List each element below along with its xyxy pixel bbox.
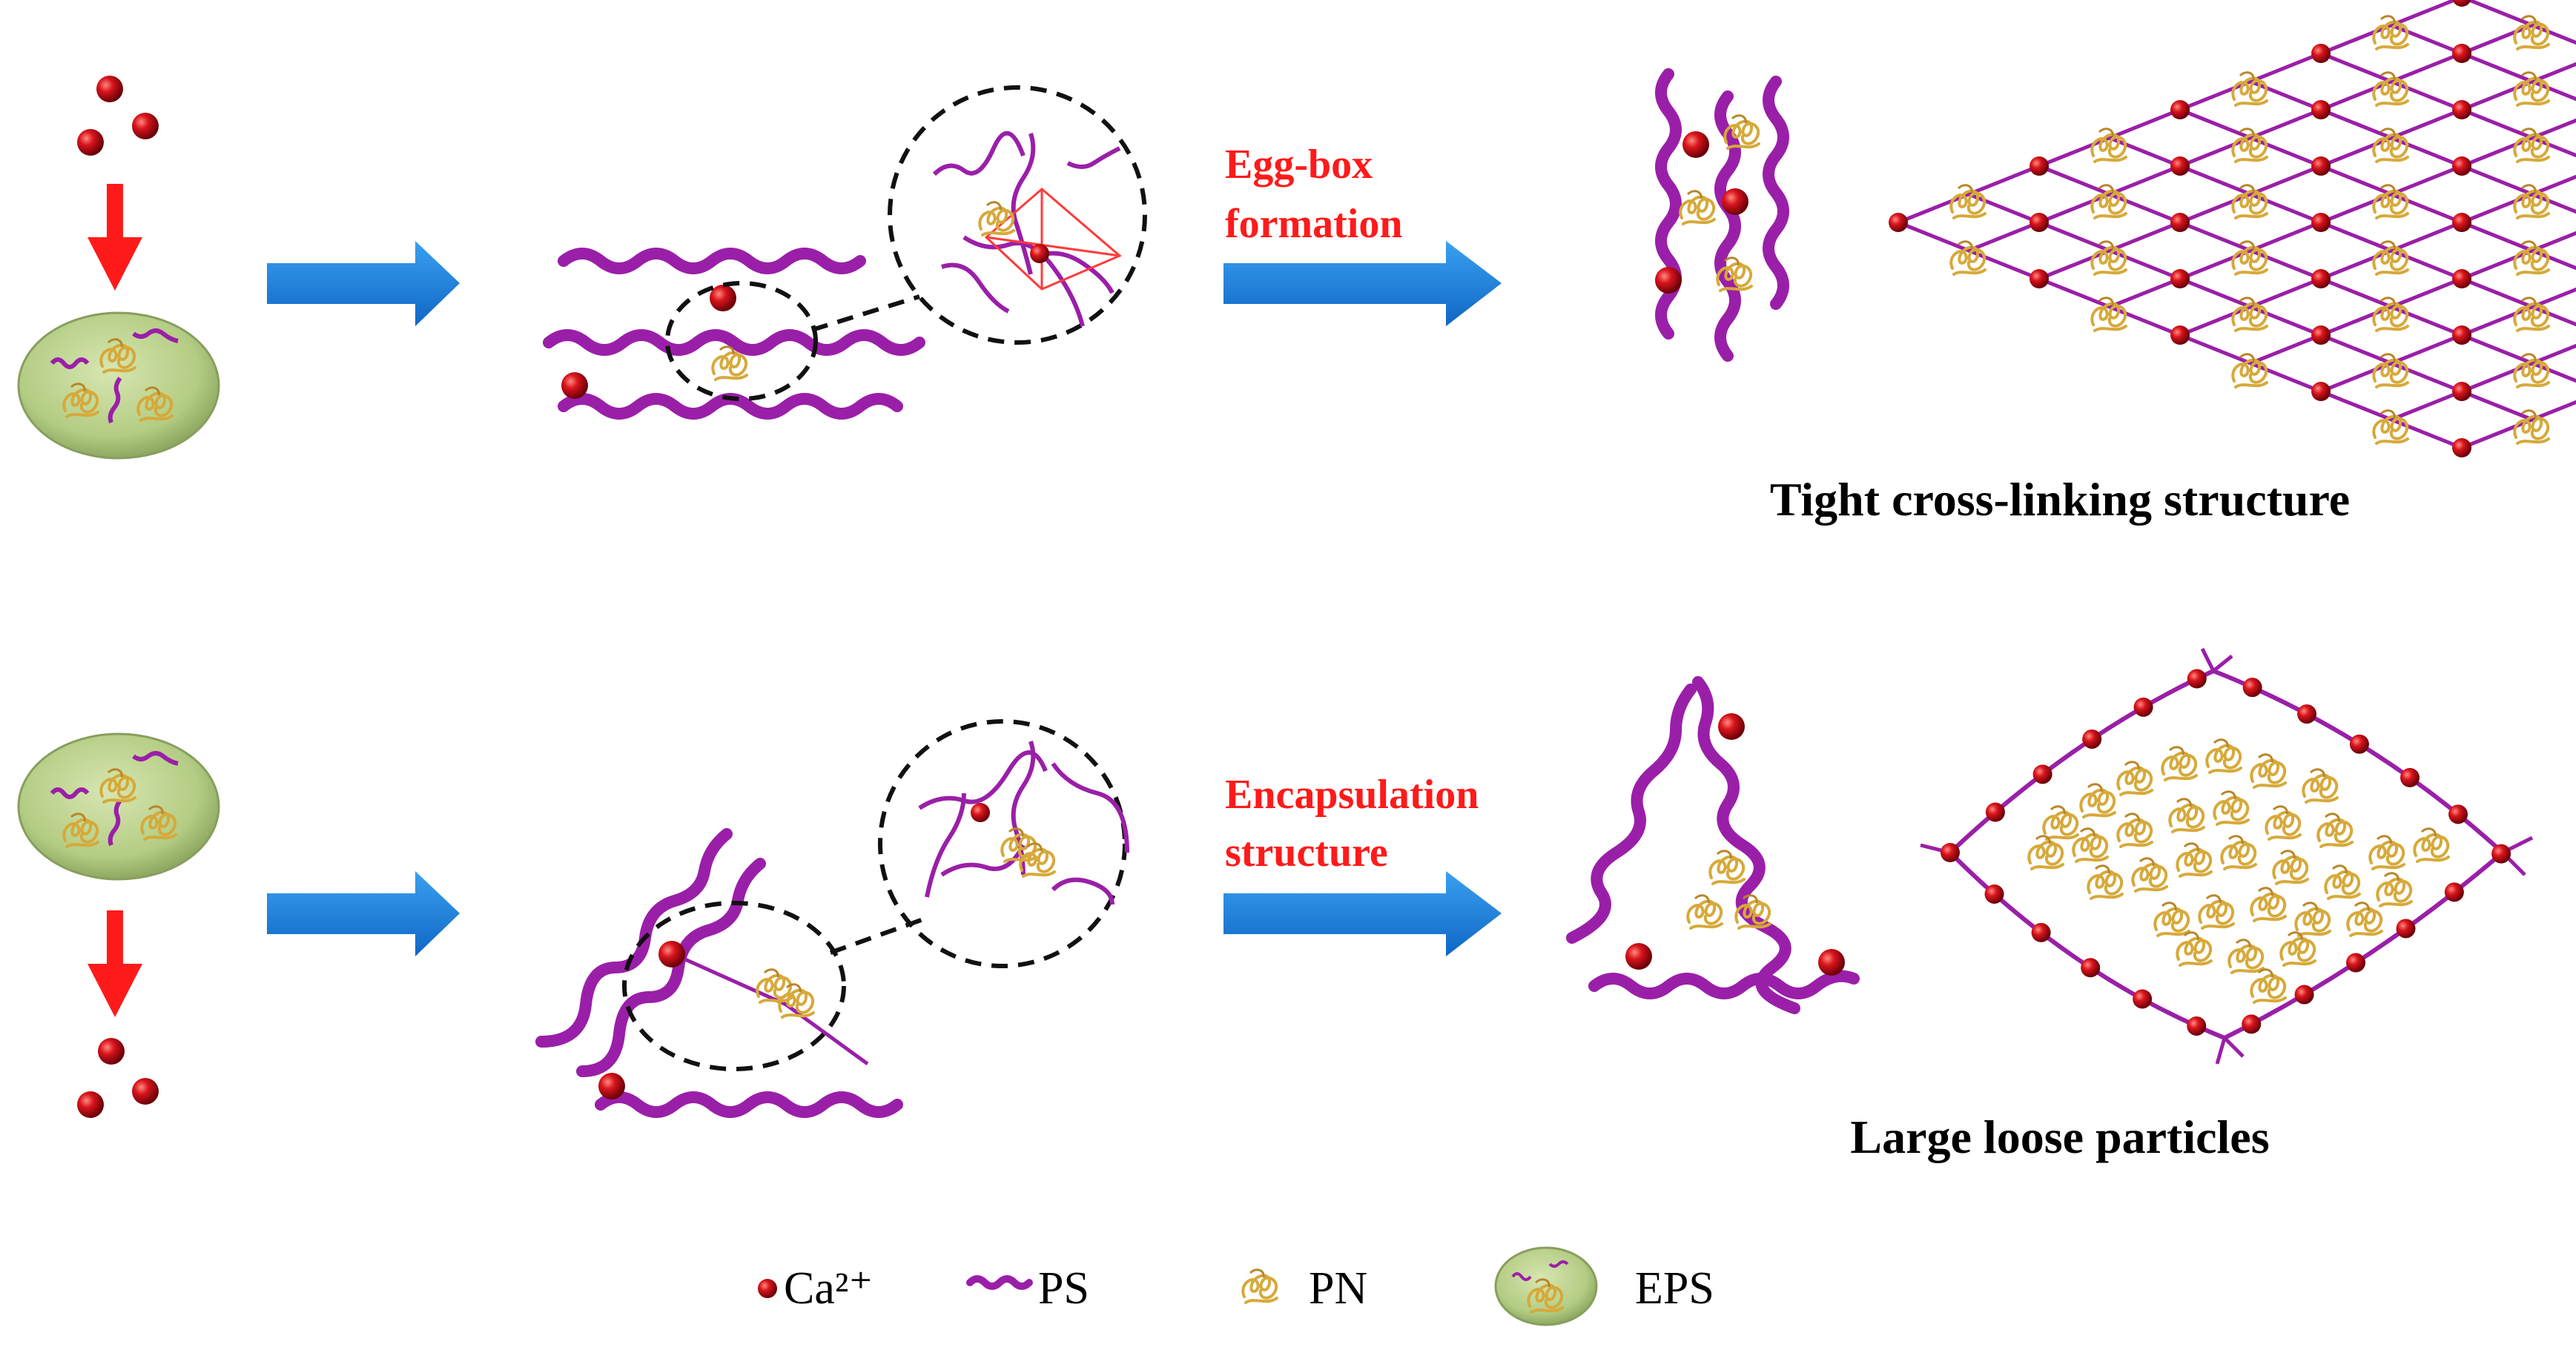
eps-capsule-top	[17, 311, 220, 460]
ca-ions-bottom-left	[77, 1038, 159, 1118]
blue-arrow-top-2	[1223, 241, 1502, 326]
ps-chains-cluster-bottom	[535, 828, 925, 1118]
tight-structure-caption: Tight cross-linking structure	[1770, 473, 2350, 526]
legend-ca-label: Ca²⁺	[784, 1263, 873, 1314]
encapsulation-triangle	[1566, 676, 1860, 1014]
red-arrow-down-bottom	[87, 910, 142, 1017]
encapsulation-line1: Encapsulation	[1225, 772, 1479, 818]
blue-arrow-top-1	[267, 241, 460, 326]
blue-arrow-bottom-2	[1223, 871, 1502, 956]
legend: Ca²⁺ PS PN EPS	[758, 1246, 1714, 1326]
legend-pn-label: PN	[1309, 1263, 1367, 1314]
encapsulation-line2: structure	[1225, 830, 1388, 876]
process-label-top: Egg-box formation	[1225, 142, 1403, 247]
blue-arrow-bottom-1	[267, 871, 460, 956]
egg-box-chains	[1655, 68, 1789, 362]
legend-ps: PS	[966, 1263, 1089, 1314]
zoom-circle-top	[888, 85, 1147, 345]
legend-ca: Ca²⁺	[758, 1263, 873, 1314]
egg-box-line1: Egg-box	[1225, 142, 1373, 188]
red-arrow-down-top	[87, 184, 142, 291]
cross-linked-network	[1889, 0, 2576, 457]
legend-eps: EPS	[1494, 1246, 1714, 1326]
loose-particles-caption: Large loose particles	[1850, 1111, 2269, 1163]
eps-capsule-bottom	[17, 732, 220, 881]
process-label-bottom: Encapsulation structure	[1225, 772, 1479, 876]
ps-chains-cluster-top	[543, 248, 925, 420]
egg-box-line2: formation	[1225, 201, 1403, 247]
loose-particle-network	[1920, 647, 2534, 1065]
legend-ps-label: PS	[1038, 1263, 1089, 1314]
legend-eps-label: EPS	[1635, 1263, 1714, 1314]
legend-pn: PN	[1241, 1263, 1367, 1314]
ca-ions-top-left	[77, 76, 159, 156]
zoom-circle-bottom	[878, 719, 1129, 968]
